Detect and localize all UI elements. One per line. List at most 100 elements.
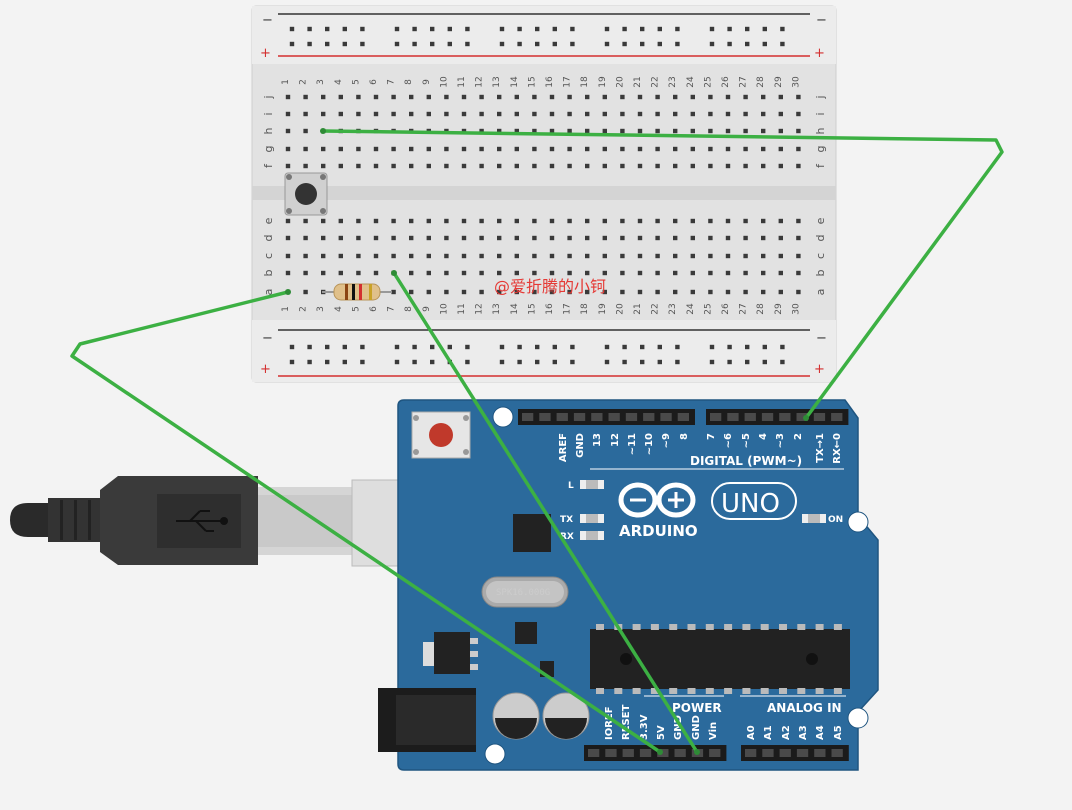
breadboard-hole[interactable] xyxy=(637,128,643,134)
breadboard-hole[interactable] xyxy=(499,344,505,350)
breadboard-hole[interactable] xyxy=(567,289,572,295)
breadboard-hole[interactable] xyxy=(338,235,343,241)
breadboard-hole[interactable] xyxy=(394,41,400,47)
breadboard-hole[interactable] xyxy=(640,26,645,32)
breadboard-hole[interactable] xyxy=(708,289,713,295)
breadboard-hole[interactable] xyxy=(745,344,750,350)
header-pin[interactable] xyxy=(813,413,826,421)
breadboard-hole[interactable] xyxy=(461,146,467,152)
breadboard-hole[interactable] xyxy=(796,128,801,134)
breadboard-hole[interactable] xyxy=(497,146,502,152)
breadboard-hole[interactable] xyxy=(356,146,361,152)
breadboard-hole[interactable] xyxy=(549,163,555,169)
breadboard-hole[interactable] xyxy=(461,270,467,276)
breadboard-hole[interactable] xyxy=(517,344,522,350)
breadboard-hole[interactable] xyxy=(778,235,783,241)
breadboard-hole[interactable] xyxy=(409,111,414,117)
breadboard-hole[interactable] xyxy=(360,359,365,365)
breadboard-hole[interactable] xyxy=(567,94,572,100)
breadboard-hole[interactable] xyxy=(622,359,627,365)
breadboard-hole[interactable] xyxy=(497,253,502,259)
breadboard-hole[interactable] xyxy=(604,344,610,350)
breadboard-hole[interactable] xyxy=(602,218,607,224)
breadboard-hole[interactable] xyxy=(356,235,361,241)
breadboard-hole[interactable] xyxy=(655,270,660,276)
breadboard-hole[interactable] xyxy=(602,289,607,295)
breadboard-hole[interactable] xyxy=(708,163,713,169)
breadboard-hole[interactable] xyxy=(426,146,431,152)
breadboard-hole[interactable] xyxy=(535,344,540,350)
breadboard-hole[interactable] xyxy=(391,146,396,152)
breadboard-hole[interactable] xyxy=(285,128,291,134)
breadboard-hole[interactable] xyxy=(778,218,783,224)
wire-gnd-to-c7[interactable] xyxy=(392,271,699,754)
breadboard-hole[interactable] xyxy=(517,359,522,365)
breadboard-hole[interactable] xyxy=(479,218,484,224)
breadboard-hole[interactable] xyxy=(675,41,680,47)
breadboard-hole[interactable] xyxy=(709,41,715,47)
breadboard-hole[interactable] xyxy=(461,128,467,134)
breadboard-hole[interactable] xyxy=(514,128,519,134)
breadboard-hole[interactable] xyxy=(497,94,502,100)
breadboard-hole[interactable] xyxy=(796,235,801,241)
breadboard-hole[interactable] xyxy=(743,163,748,169)
breadboard-hole[interactable] xyxy=(585,128,590,134)
breadboard-hole[interactable] xyxy=(570,359,575,365)
breadboard-hole[interactable] xyxy=(465,41,470,47)
breadboard-hole[interactable] xyxy=(673,218,678,224)
breadboard-hole[interactable] xyxy=(461,163,467,169)
breadboard-hole[interactable] xyxy=(620,235,625,241)
breadboard-hole[interactable] xyxy=(499,26,505,32)
breadboard-hole[interactable] xyxy=(325,26,330,32)
breadboard-hole[interactable] xyxy=(321,163,326,169)
breadboard-hole[interactable] xyxy=(532,128,537,134)
header-pin[interactable] xyxy=(622,749,634,757)
breadboard-hole[interactable] xyxy=(391,163,396,169)
breadboard-hole[interactable] xyxy=(412,359,417,365)
breadboard-hole[interactable] xyxy=(570,26,575,32)
breadboard-hole[interactable] xyxy=(778,94,783,100)
reset-button[interactable] xyxy=(411,411,471,459)
breadboard-hole[interactable] xyxy=(409,235,414,241)
breadboard-hole[interactable] xyxy=(285,235,291,241)
breadboard-hole[interactable] xyxy=(637,253,643,259)
breadboard-hole[interactable] xyxy=(761,94,766,100)
breadboard-hole[interactable] xyxy=(778,289,783,295)
header-pin[interactable] xyxy=(573,413,586,421)
breadboard-hole[interactable] xyxy=(479,128,484,134)
breadboard-hole[interactable] xyxy=(725,235,731,241)
breadboard-hole[interactable] xyxy=(567,235,572,241)
breadboard-hole[interactable] xyxy=(761,218,766,224)
breadboard-hole[interactable] xyxy=(761,253,766,259)
breadboard-hole[interactable] xyxy=(655,163,660,169)
breadboard-hole[interactable] xyxy=(499,41,505,47)
breadboard-hole[interactable] xyxy=(673,270,678,276)
breadboard-hole[interactable] xyxy=(690,163,695,169)
breadboard-hole[interactable] xyxy=(725,128,731,134)
breadboard-hole[interactable] xyxy=(602,128,607,134)
breadboard-hole[interactable] xyxy=(549,270,555,276)
breadboard-hole[interactable] xyxy=(602,163,607,169)
breadboard-hole[interactable] xyxy=(673,146,678,152)
breadboard-hole[interactable] xyxy=(637,163,643,169)
header-pin[interactable] xyxy=(605,749,617,757)
breadboard-hole[interactable] xyxy=(780,344,785,350)
breadboard-hole[interactable] xyxy=(391,111,396,117)
breadboard-hole[interactable] xyxy=(637,270,643,276)
breadboard-hole[interactable] xyxy=(708,218,713,224)
header-pin[interactable] xyxy=(591,413,603,421)
breadboard-hole[interactable] xyxy=(444,253,449,259)
breadboard-hole[interactable] xyxy=(338,94,343,100)
breadboard-hole[interactable] xyxy=(373,218,379,224)
breadboard-hole[interactable] xyxy=(321,253,326,259)
breadboard-hole[interactable] xyxy=(637,94,643,100)
breadboard-hole[interactable] xyxy=(780,359,785,365)
breadboard-hole[interactable] xyxy=(552,344,557,350)
breadboard-hole[interactable] xyxy=(690,128,695,134)
header-pin[interactable] xyxy=(643,413,655,421)
header-pin[interactable] xyxy=(674,749,686,757)
breadboard-hole[interactable] xyxy=(532,94,537,100)
breadboard-hole[interactable] xyxy=(303,146,308,152)
breadboard-hole[interactable] xyxy=(303,163,308,169)
breadboard-hole[interactable] xyxy=(430,41,435,47)
